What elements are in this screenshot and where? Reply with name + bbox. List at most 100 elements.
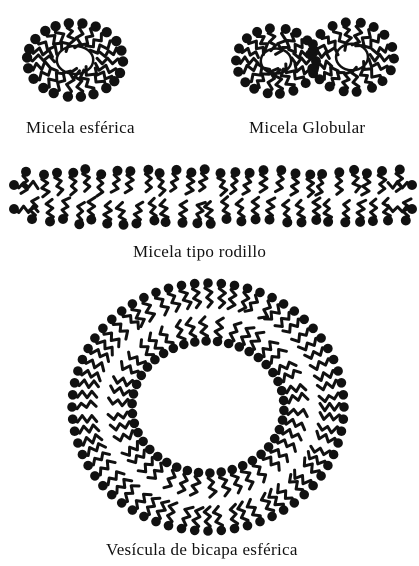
surfactant-tail — [132, 200, 145, 225]
surfactant-tail — [106, 410, 134, 421]
surfactant-tail — [79, 25, 98, 47]
surfactant-tail — [195, 200, 207, 225]
surfactant-tail — [220, 195, 231, 221]
surfactant-tail — [318, 401, 346, 413]
surfactant-tail — [217, 282, 227, 310]
surfactant-tail — [98, 46, 123, 58]
surfactant-tail — [282, 407, 309, 419]
surfactant-tail — [26, 60, 52, 72]
rod-micelle-label: Micela tipo rodillo — [133, 242, 267, 261]
surfactant-tail — [280, 31, 299, 49]
surfactant-tail — [252, 72, 271, 91]
surfactant-tail — [73, 378, 100, 389]
bilayer-vesicle-drawing — [67, 278, 349, 536]
surfactant-tail — [259, 491, 276, 518]
surfactant-tail — [68, 171, 78, 197]
surfactant-tail — [287, 38, 309, 54]
surfactant-tail — [78, 68, 96, 96]
surfactant-tail — [237, 286, 251, 313]
surfactant-tail — [264, 348, 288, 367]
surfactant-tail — [318, 65, 340, 81]
surfactant-tail — [70, 399, 98, 411]
surfactant-tail — [130, 492, 153, 512]
surfactant-tail — [147, 331, 166, 355]
surfactant-tail — [86, 196, 97, 222]
surfactant-tail — [144, 168, 153, 194]
surfactant-tail — [350, 21, 364, 47]
surfactant-tail — [95, 172, 105, 198]
surfactant-tail — [247, 330, 266, 354]
surfactant-tail — [120, 439, 145, 457]
surfactant-tail — [158, 198, 170, 224]
surfactant-tail — [386, 179, 414, 190]
surfactant-tail — [101, 326, 121, 349]
surfactant-tail — [243, 290, 262, 313]
surfactant-tail — [162, 465, 179, 490]
surfactant-tail — [71, 389, 99, 400]
surfactant-tail — [276, 483, 296, 505]
surfactant-tail — [241, 171, 253, 196]
surfactant-tail — [120, 484, 141, 505]
surfactant-tail — [184, 171, 196, 196]
spherical-micelle-label: Micela esférica — [26, 118, 135, 137]
surfactant-tail — [341, 199, 351, 224]
surfactant-tail — [110, 317, 130, 341]
surfactant-tail — [227, 321, 243, 345]
surfactant-tail — [191, 506, 205, 532]
surfactant-tail — [281, 417, 307, 432]
surfactant-tail — [60, 196, 72, 221]
surfactant-tail — [292, 47, 316, 60]
surfactant-tail — [95, 56, 125, 66]
surfactant-tail — [318, 32, 337, 50]
surfactant-tail — [93, 459, 117, 478]
surfactant-tail — [279, 67, 296, 93]
surfactant-tail — [266, 26, 278, 53]
surfactant-tail — [108, 420, 136, 432]
surfactant-tail — [158, 325, 175, 350]
surfactant-tail — [147, 196, 158, 222]
surfactant-tail — [290, 326, 315, 344]
surfactant-tail — [257, 296, 274, 320]
surfactant-tail — [255, 30, 269, 52]
surfactant-tail — [281, 317, 306, 334]
surfactant-tail — [76, 201, 86, 226]
surfactant-tail — [154, 290, 170, 317]
surfactant-tail — [76, 433, 104, 447]
surfactant-tail — [110, 477, 134, 497]
globular-micelle-drawing — [231, 17, 399, 99]
surfactant-tail — [107, 396, 134, 408]
surfactant-tail — [250, 459, 268, 484]
surfactant-tail — [127, 350, 149, 369]
surfactant-tail — [237, 46, 260, 59]
surfactant-tail — [141, 296, 156, 323]
surfactant-tail — [178, 199, 189, 225]
surfactant-tail — [381, 196, 392, 222]
surfactant-tail — [350, 168, 362, 194]
surfactant-tail — [178, 283, 193, 311]
surfactant-tail — [245, 36, 265, 56]
surfactant-tail — [188, 471, 202, 497]
surfactant-tail — [73, 423, 101, 435]
surfactant-tail — [41, 71, 66, 90]
surfactant-tail — [80, 358, 106, 373]
surfactant-tail — [86, 347, 110, 363]
surfactant-tail — [120, 360, 143, 377]
surfactant-tail — [203, 200, 214, 226]
hydrophobic-core — [334, 42, 370, 72]
surfactant-tail — [229, 170, 239, 196]
surfactant-tail — [81, 167, 92, 193]
surfactant-tail — [309, 444, 336, 457]
surfactant-tail — [245, 497, 262, 524]
surfactant-tail — [328, 71, 346, 89]
surfactant-tail — [289, 171, 300, 197]
surfactant-tail — [368, 53, 396, 63]
surfactant-tail — [120, 309, 140, 331]
surfactant-tail — [71, 414, 99, 424]
surfactant-tail — [317, 391, 345, 404]
surfactant-tail — [258, 168, 269, 194]
surfactant-tail — [312, 369, 340, 382]
surfactant-tail — [27, 46, 54, 59]
surfactant-tail — [267, 445, 290, 464]
surfactant-tail — [360, 171, 372, 197]
